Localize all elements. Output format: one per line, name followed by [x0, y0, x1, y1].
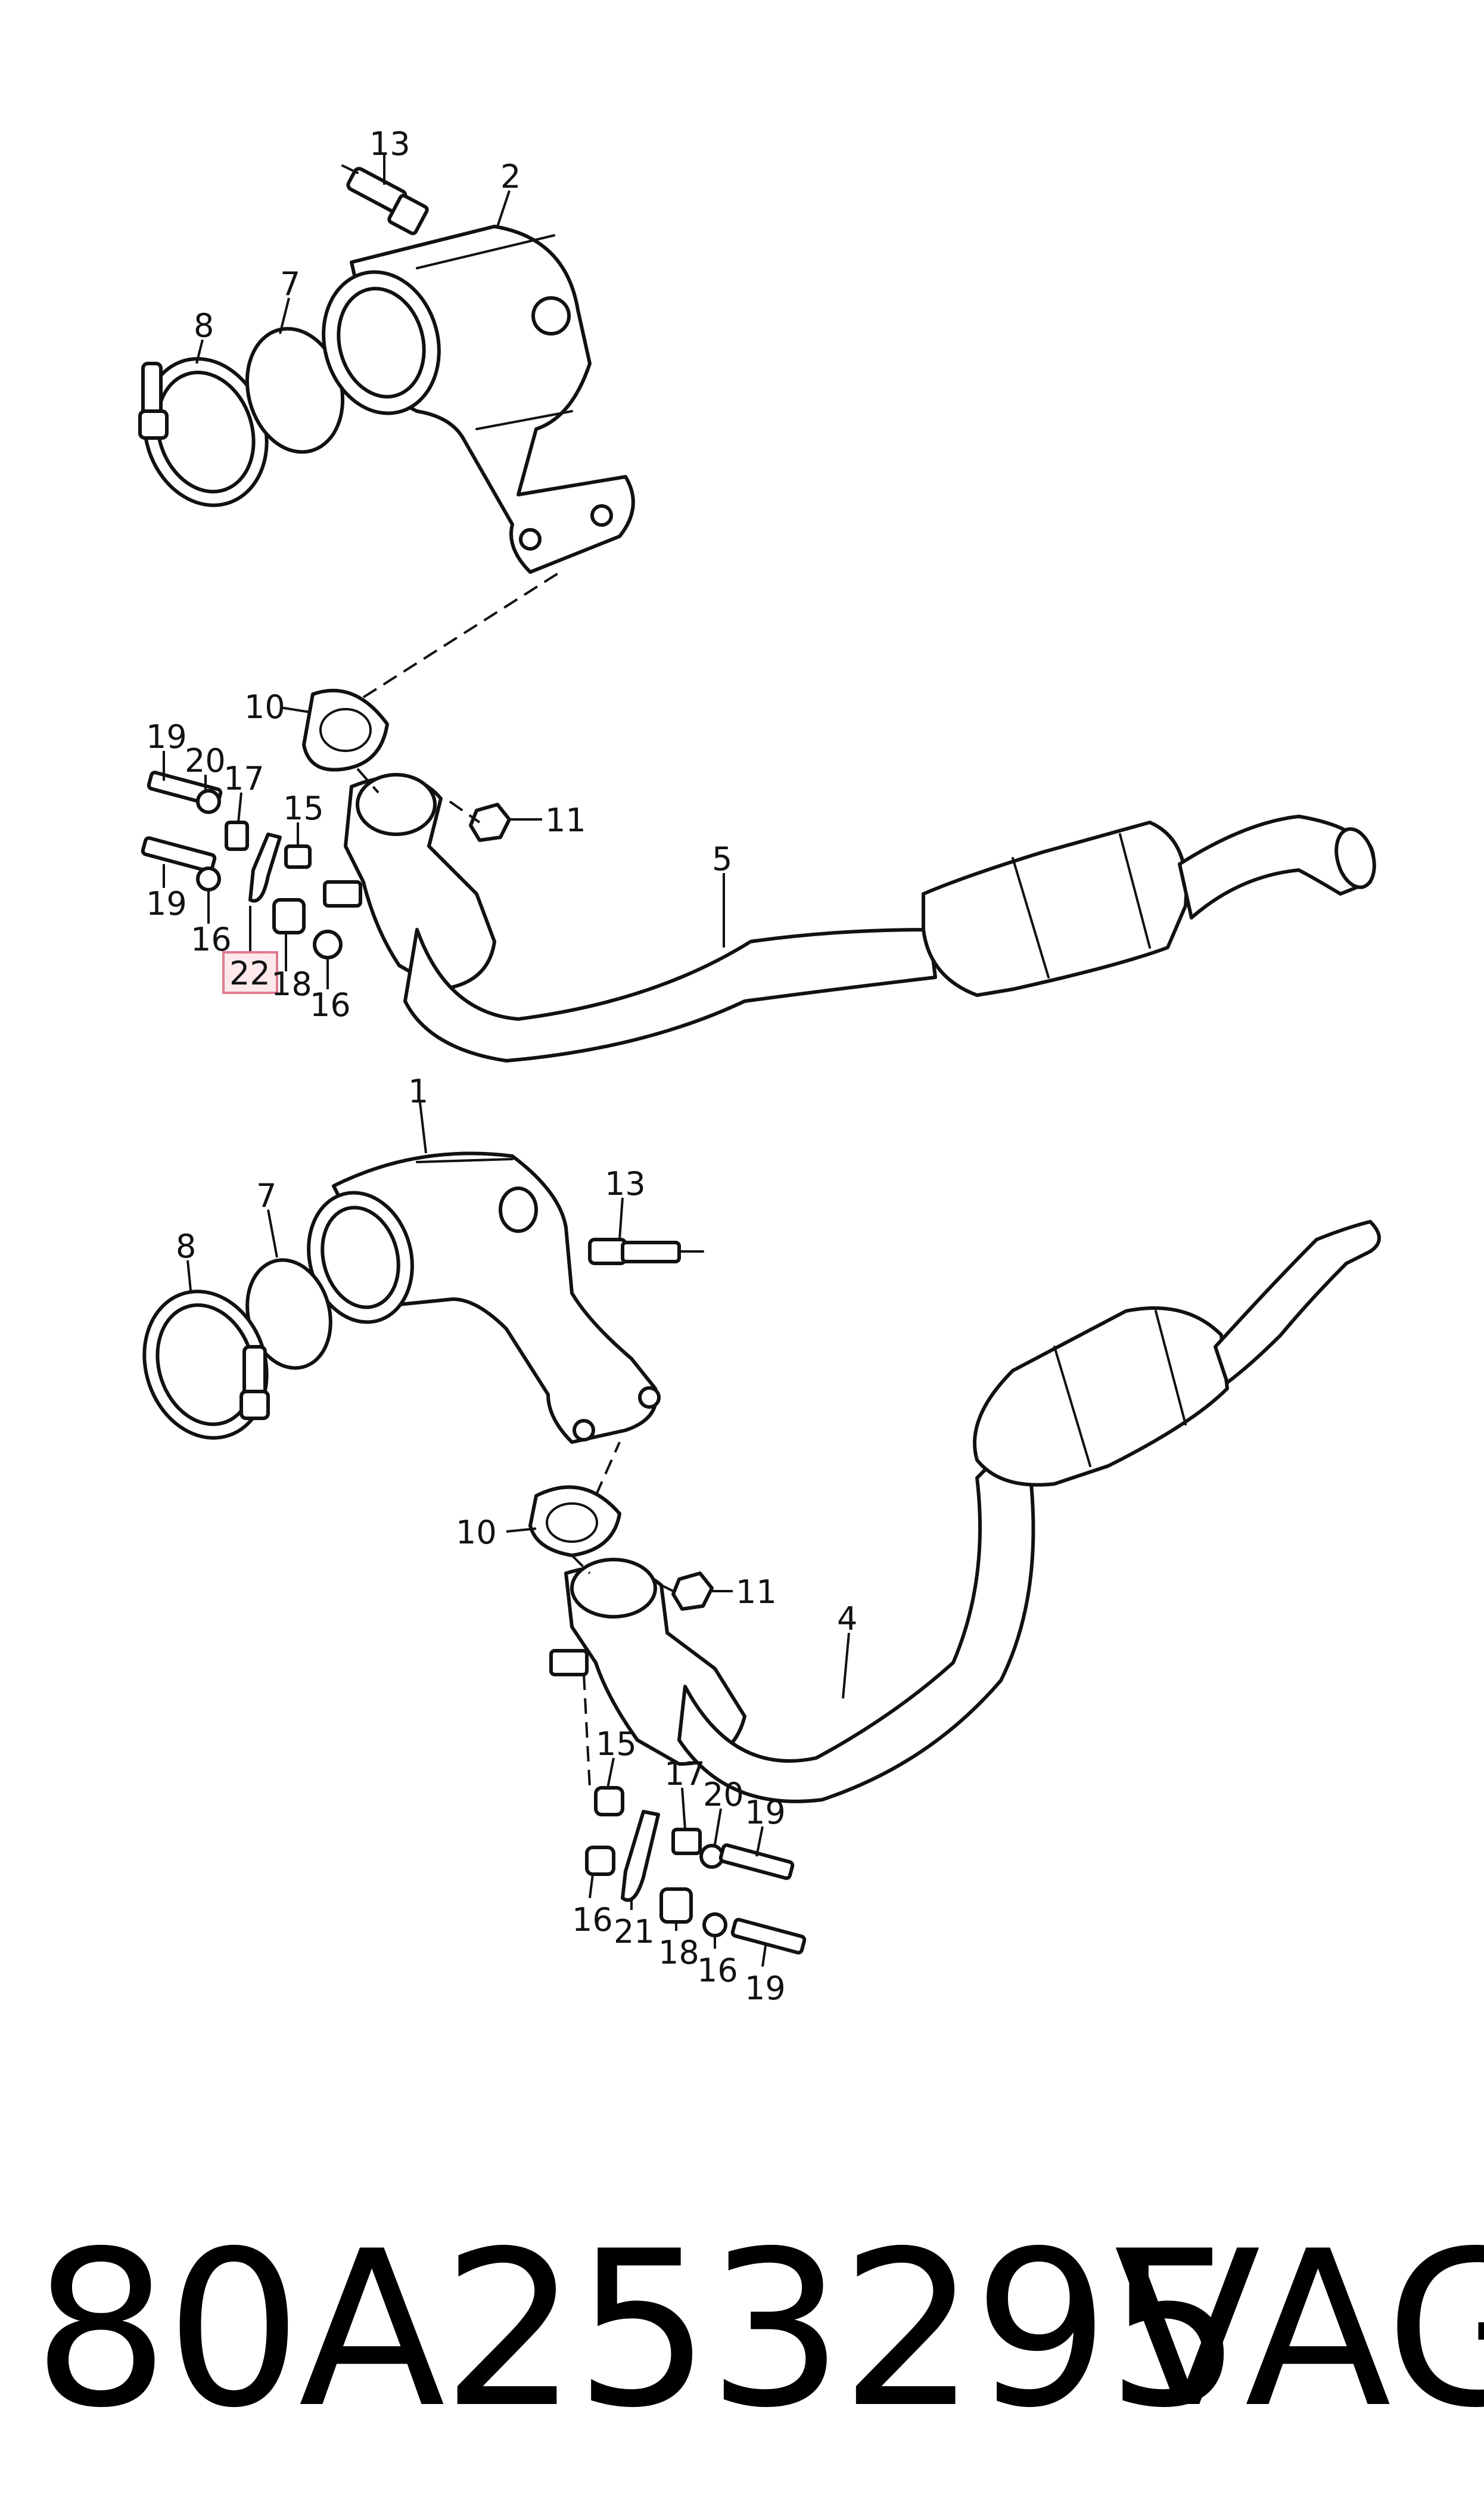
top-assembly: 13 2 7 8 10 11 5 19 20 17 15 19 16 22 18… — [138, 125, 1376, 1063]
callout-16b-top: 16 — [310, 986, 351, 1024]
callout-18-top: 18 — [271, 965, 312, 1003]
flange-gasket-bottom — [528, 1485, 621, 1557]
callout-19a-top: 19 — [146, 718, 187, 756]
part-number: 80A253295 — [33, 2205, 1243, 2455]
callout-21-bottom: 21 — [614, 1913, 655, 1950]
callout-13-bottom: 13 — [605, 1165, 646, 1203]
callout-4-bottom: 4 — [837, 1600, 857, 1638]
callout-19b-bottom: 19 — [745, 1970, 786, 2007]
callout-15-bottom: 15 — [596, 1725, 637, 1763]
callout-10-bottom: 10 — [456, 1514, 497, 1551]
exhaust-parts-drawing: 13 2 7 8 10 11 5 19 20 17 15 19 16 22 18… — [138, 125, 1381, 2007]
flange-gasket-top — [302, 688, 389, 772]
brand-name: VAG — [1114, 2205, 1484, 2455]
oxygen-sensor-bottom — [588, 1238, 704, 1265]
footer: 80A253295 VAG — [0, 2205, 1484, 2455]
callout-17-bottom: 17 — [664, 1755, 705, 1793]
callout-13-top: 13 — [369, 125, 410, 163]
callout-11-top: 11 — [545, 802, 586, 839]
highlight-box — [222, 951, 278, 994]
callout-19b-top: 19 — [146, 885, 187, 923]
bracket-hardware-bottom — [585, 1786, 807, 1955]
callout-22-highlighted: 22 — [229, 955, 270, 992]
front-pipe-bottom — [549, 1220, 1381, 1803]
callout-10-top: 10 — [244, 688, 285, 726]
callout-18-bottom: 18 — [658, 1934, 699, 1971]
callout-8-bottom: 8 — [176, 1228, 196, 1265]
nut-top — [469, 803, 511, 842]
callout-8-top: 8 — [194, 307, 214, 344]
callout-15-top: 15 — [283, 790, 324, 827]
callout-7-top: 7 — [280, 265, 300, 303]
callout-20-bottom: 20 — [703, 1776, 744, 1813]
callout-5-top: 5 — [712, 840, 732, 878]
clamp-ring-top — [138, 357, 269, 507]
catalytic-converter-top — [322, 225, 635, 574]
callout-17-top: 17 — [223, 760, 265, 797]
callout-11-bottom: 11 — [736, 1573, 777, 1611]
catalytic-converter-bottom — [307, 1151, 661, 1444]
callout-16b-bottom: 16 — [697, 1952, 738, 1989]
front-pipe-top — [323, 773, 1376, 1063]
callout-7-bottom: 7 — [256, 1177, 276, 1215]
bottom-assembly: 1 13 7 8 10 11 4 15 17 20 19 16 21 18 16… — [142, 1073, 1381, 2007]
callout-19a-bottom: 19 — [745, 1794, 786, 1831]
callout-2-top: 2 — [500, 158, 521, 195]
callout-16a-bottom: 16 — [572, 1901, 613, 1939]
bracket-hardware-top — [141, 771, 343, 959]
oxygen-sensor-top — [341, 164, 429, 235]
callout-1-bottom: 1 — [408, 1073, 428, 1110]
callout-20-top: 20 — [185, 742, 226, 779]
nut-bottom — [671, 1571, 714, 1611]
clamp-ring-bottom — [142, 1290, 270, 1440]
